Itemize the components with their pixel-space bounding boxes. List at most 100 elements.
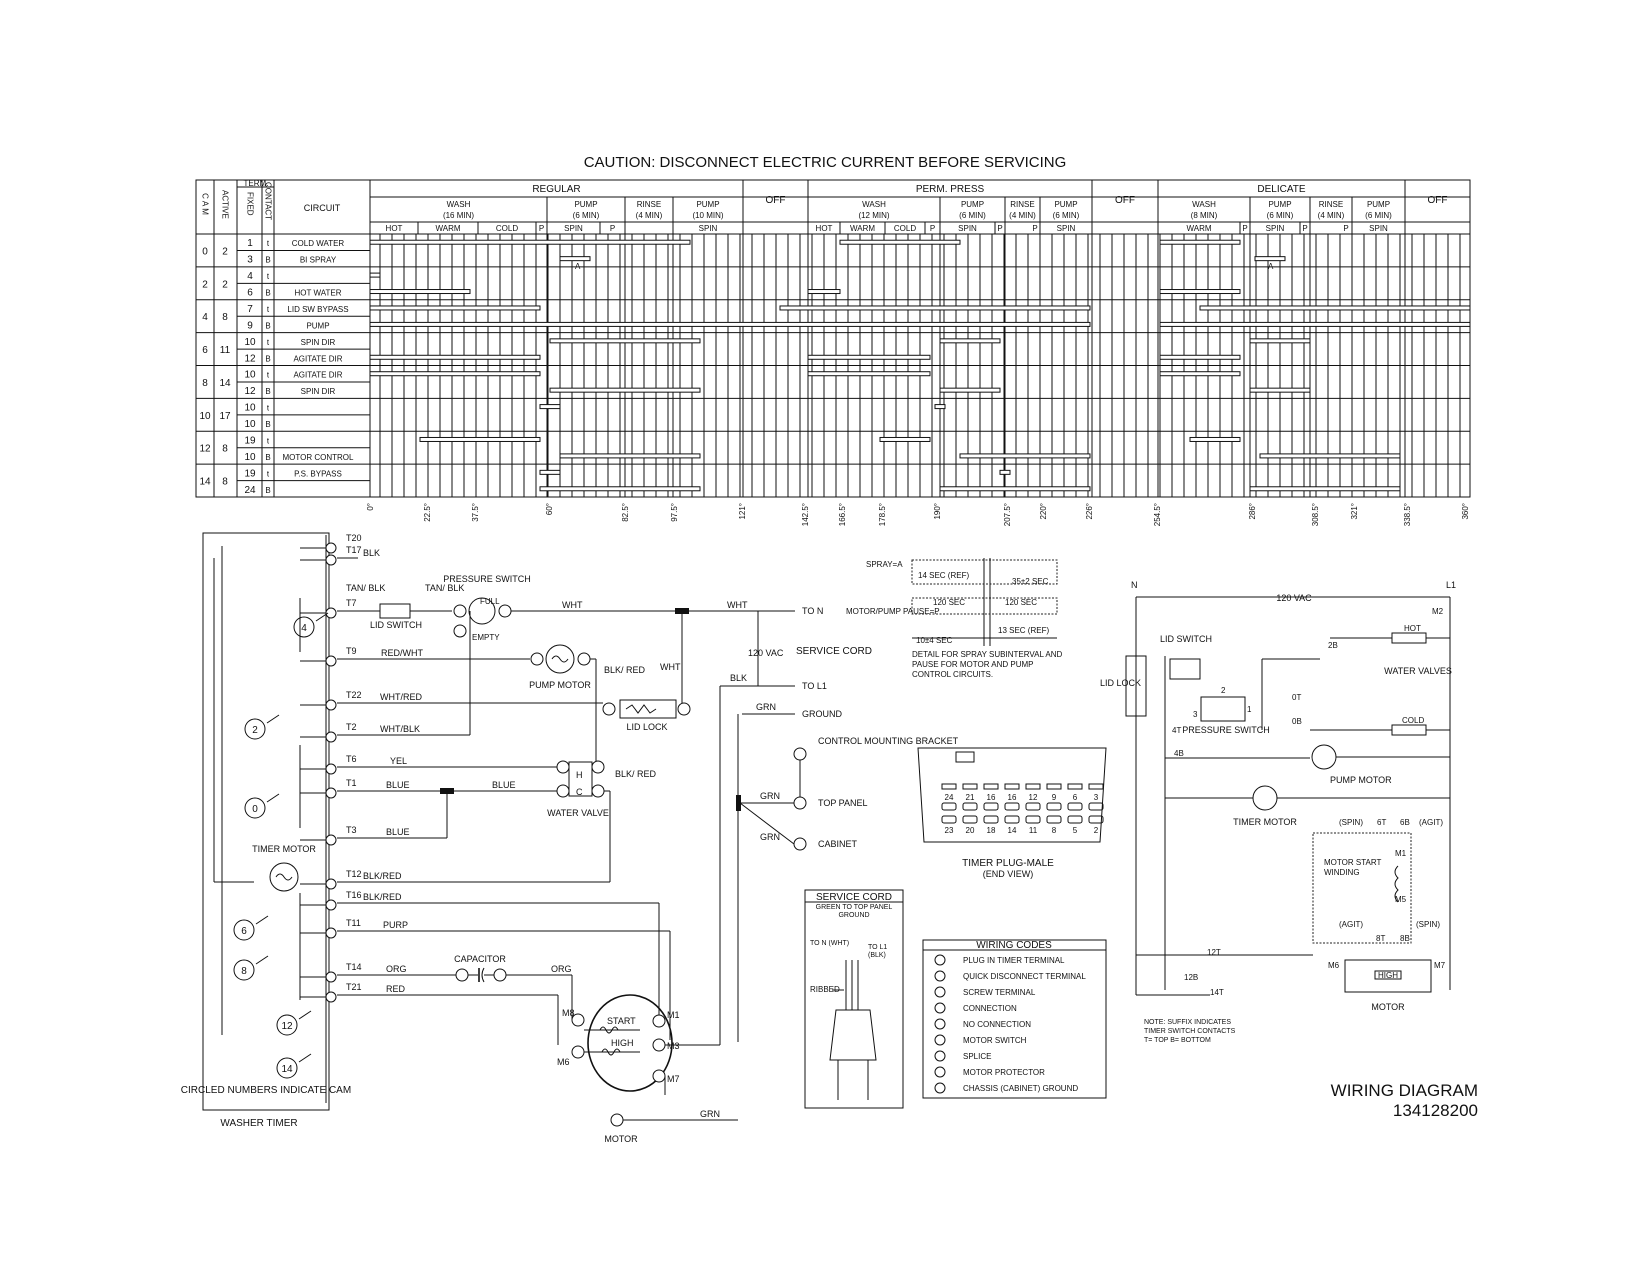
cam-active: 8	[222, 444, 228, 455]
spray-motor-pump: MOTOR/PUMP PAUSE=P	[846, 607, 940, 616]
subsection-name: WASH	[1192, 200, 1216, 209]
motor-label: MOTOR	[604, 1134, 638, 1144]
cam-number: 4	[202, 312, 208, 323]
lid-switch-symbol	[379, 603, 411, 619]
ladder-spin-2: (SPIN)	[1416, 920, 1440, 929]
spray-13sec: 13 SEC (REF)	[998, 626, 1049, 635]
cam-circle-label: 4	[301, 623, 307, 634]
spray-120sec-a: 120 SEC	[933, 598, 965, 607]
cam-circle	[244, 718, 266, 740]
plug-pin-bottom: 11	[1029, 826, 1038, 835]
cam-contact: t	[267, 469, 270, 478]
timer-terminal	[325, 731, 337, 743]
code-symbol-icon	[934, 1002, 946, 1014]
cam-active: 8	[222, 312, 228, 323]
cam-number: 0	[202, 246, 208, 257]
degree-label: 321°	[1350, 503, 1359, 520]
motor-m8: M8	[562, 1008, 575, 1018]
timer-terminal-label: T9	[346, 646, 357, 656]
cam-contact: B	[265, 321, 270, 330]
wire-wht-red: WHT/RED	[380, 692, 422, 702]
service-box-to-n: TO N (WHT)	[810, 940, 850, 947]
timer-terminal-label: T14	[346, 962, 362, 972]
wire-grn-2: GRN	[760, 791, 780, 801]
pressure-switch-label: PRESSURE SWITCH	[443, 574, 531, 584]
cam-circuit: LID SW BYPASS	[287, 305, 348, 314]
pump-motor-symbol	[545, 644, 575, 674]
drive-motor-symbol	[587, 994, 673, 1092]
ladder-m7: M7	[1434, 961, 1446, 970]
service-box-sub: GREEN TO TOP PANEL GROUND	[815, 904, 893, 919]
cam-fixed: 10	[244, 403, 256, 414]
phase-label: SPIN	[1266, 224, 1285, 233]
ladder-pump-motor: PUMP MOTOR	[1330, 775, 1392, 785]
ladder-note: NOTE: SUFFIX INDICATES TIMER SWITCH CONT…	[1144, 1019, 1236, 1044]
subsection-time: (12 MIN)	[858, 211, 889, 220]
timer-terminal	[325, 834, 337, 846]
degree-label: 82.5°	[621, 503, 630, 522]
timer-terminal	[325, 878, 337, 890]
cam-fixed: 3	[247, 255, 253, 266]
cam-contact: t	[267, 338, 270, 347]
cam-circle-label: 12	[281, 1021, 293, 1032]
subsection-name: RINSE	[637, 200, 661, 209]
cam-number: 12	[199, 444, 211, 455]
ladder-motor-start: MOTOR START WINDING	[1324, 858, 1382, 877]
spray-mark-a2: A	[1268, 262, 1274, 271]
subsection-name: PUMP	[1268, 200, 1291, 209]
ladder-6t: 6T	[1377, 818, 1386, 827]
caution-title: CAUTION: DISCONNECT ELECTRIC CURRENT BEF…	[584, 154, 1067, 171]
ladder-m6: M6	[1328, 961, 1340, 970]
timer-terminal	[325, 927, 337, 939]
section-title: OFF	[766, 195, 786, 206]
wire-wht-2: WHT	[727, 600, 748, 610]
degree-label: 121°	[738, 503, 747, 520]
code-symbol-icon	[934, 970, 946, 982]
subsection-name: PUMP	[1054, 200, 1077, 209]
ground-label: GROUND	[802, 709, 842, 719]
plug-title: TIMER PLUG-MALE	[962, 858, 1054, 869]
ladder-4b: 4B	[1174, 749, 1184, 758]
service-cord-label: SERVICE CORD	[796, 646, 872, 657]
phase-label: P	[997, 224, 1002, 233]
phase-label: WARM	[850, 224, 875, 233]
degree-label: 178.5°	[878, 503, 887, 526]
plug-pin-bottom: 20	[966, 826, 975, 835]
subsection-name: PUMP	[574, 200, 597, 209]
subsection-time: (6 MIN)	[573, 211, 600, 220]
cam-contact: B	[265, 453, 270, 462]
subsection-name: WASH	[862, 200, 886, 209]
cam-contact: B	[265, 387, 270, 396]
cam-number: 8	[202, 378, 208, 389]
ladder-vac: 120 VAC	[1276, 593, 1312, 603]
motor-m7: M7	[667, 1074, 680, 1084]
subsection-name: PUMP	[696, 200, 719, 209]
subsection-time: (8 MIN)	[1191, 211, 1218, 220]
degree-label: 308.5°	[1311, 503, 1320, 526]
wire-wht-blk: WHT/BLK	[380, 724, 420, 734]
cam-circuit: AGITATE DIR	[293, 354, 342, 363]
spray-10sec: 10±4 SEC	[916, 636, 953, 645]
phase-label: P	[610, 224, 615, 233]
spray-note: DETAIL FOR SPRAY SUBINTERVAL AND PAUSE F…	[912, 650, 1063, 679]
wire-blue-2: BLUE	[492, 780, 516, 790]
cam-fixed: 10	[244, 452, 256, 463]
cam-contact: B	[265, 354, 270, 363]
water-valve-symbol	[568, 761, 593, 797]
cam-circle-label: 2	[252, 725, 258, 736]
ladder-lid-switch-symbol	[1169, 658, 1201, 680]
header-circuit: CIRCUIT	[304, 203, 341, 213]
ladder-cold-valve	[1391, 724, 1427, 736]
cam-number: 6	[202, 345, 208, 356]
wire-blue-3: BLUE	[386, 827, 410, 837]
ladder-timer-motor: TIMER MOTOR	[1233, 817, 1297, 827]
subsection-time: (6 MIN)	[1365, 211, 1392, 220]
header-contact: CONTACT	[264, 182, 273, 220]
wire-blk-red-3: BLK/RED	[363, 871, 402, 881]
cam-circle-label: 6	[241, 926, 247, 937]
ladder-m2: M2	[1432, 607, 1444, 616]
lid-lock-label: LID LOCK	[626, 722, 667, 732]
cam-fixed: 24	[244, 485, 256, 496]
service-cord-box: SERVICE CORD GREEN TO TOP PANEL GROUND T…	[804, 889, 904, 1109]
